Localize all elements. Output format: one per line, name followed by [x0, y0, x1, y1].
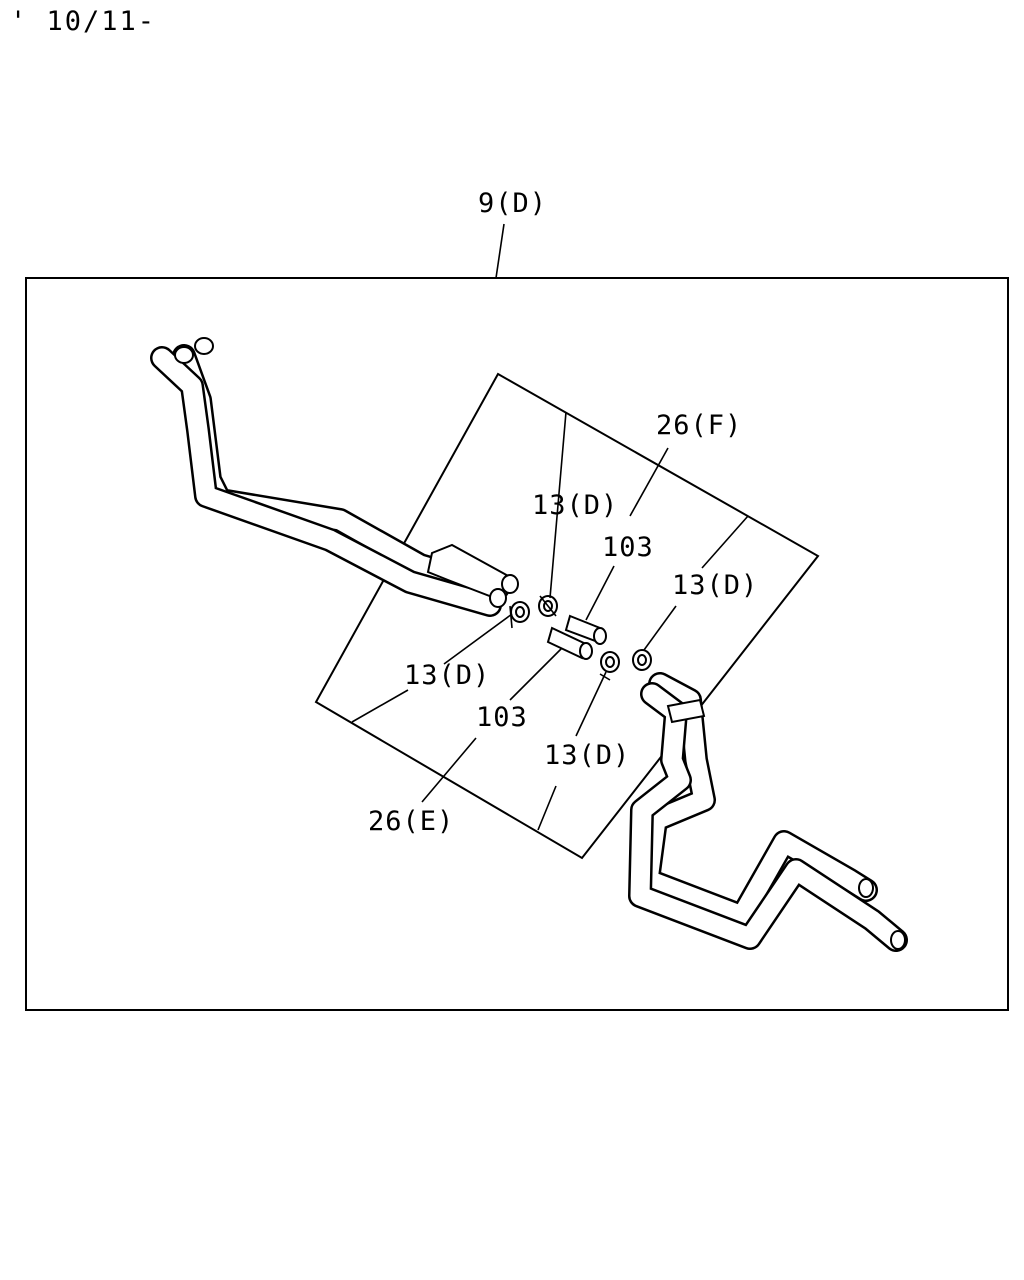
clamp-right	[632, 649, 652, 671]
clamp-left	[509, 601, 530, 629]
leader-hose-e	[421, 737, 477, 803]
label-clamp-right: 13(D)	[672, 570, 758, 601]
leader-assembly	[495, 223, 505, 279]
leader-clamp-lower-frame	[537, 785, 557, 831]
leader-clamp-lower	[575, 671, 607, 737]
leader-joint-lower	[509, 647, 563, 701]
assembly-frame	[25, 277, 1009, 1011]
pipe-lower-right	[628, 672, 908, 952]
leader-clamp-right	[643, 605, 677, 651]
leader-clamp-left-frame	[351, 689, 409, 723]
label-assembly: 9(D)	[478, 188, 547, 219]
leader-clamp-upper	[549, 411, 567, 599]
leader-hose-f	[629, 447, 669, 517]
leader-joint-upper	[585, 565, 615, 621]
leader-clamp-left	[443, 613, 513, 665]
label-clamp-left: 13(D)	[404, 660, 490, 691]
joint-upper	[564, 614, 607, 645]
clamp-upper	[538, 595, 558, 617]
label-clamp-lower: 13(D)	[544, 740, 630, 771]
leader-clamp-right-frame	[701, 515, 749, 569]
label-hose-e: 26(E)	[368, 806, 454, 837]
label-joint-upper: 103	[602, 532, 654, 563]
label-hose-f: 26(F)	[656, 410, 742, 441]
clamp-lower	[599, 651, 620, 681]
date-code: ' 10/11-	[10, 6, 156, 37]
joint-lower	[546, 626, 593, 660]
hose-group-frame	[314, 372, 820, 860]
pipe-upper-left	[150, 337, 519, 617]
label-clamp-upper: 13(D)	[532, 490, 618, 521]
label-joint-lower: 103	[476, 702, 528, 733]
